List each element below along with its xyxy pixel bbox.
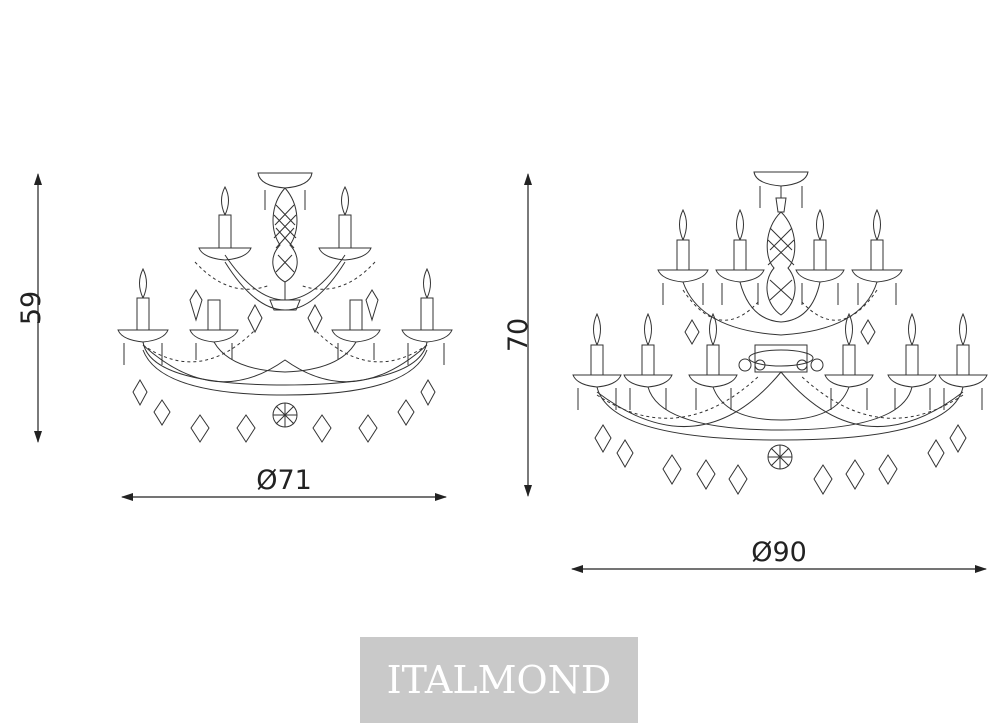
large-chandelier [572,171,988,495]
brand-watermark: ITALMOND [360,637,638,723]
large-diameter-dimension: Ø90 [571,537,987,573]
small-diameter-dimension: Ø71 [121,465,447,501]
small-height-label: 59 [16,291,47,325]
small-height-dimension: 59 [16,173,47,443]
large-height-label: 70 [503,318,534,352]
large-diameter-label: Ø90 [751,537,807,568]
brand-name: ITALMOND [386,658,612,702]
large-height-dimension: 70 [503,173,534,497]
small-chandelier [117,172,453,443]
small-diameter-label: Ø71 [256,465,312,496]
